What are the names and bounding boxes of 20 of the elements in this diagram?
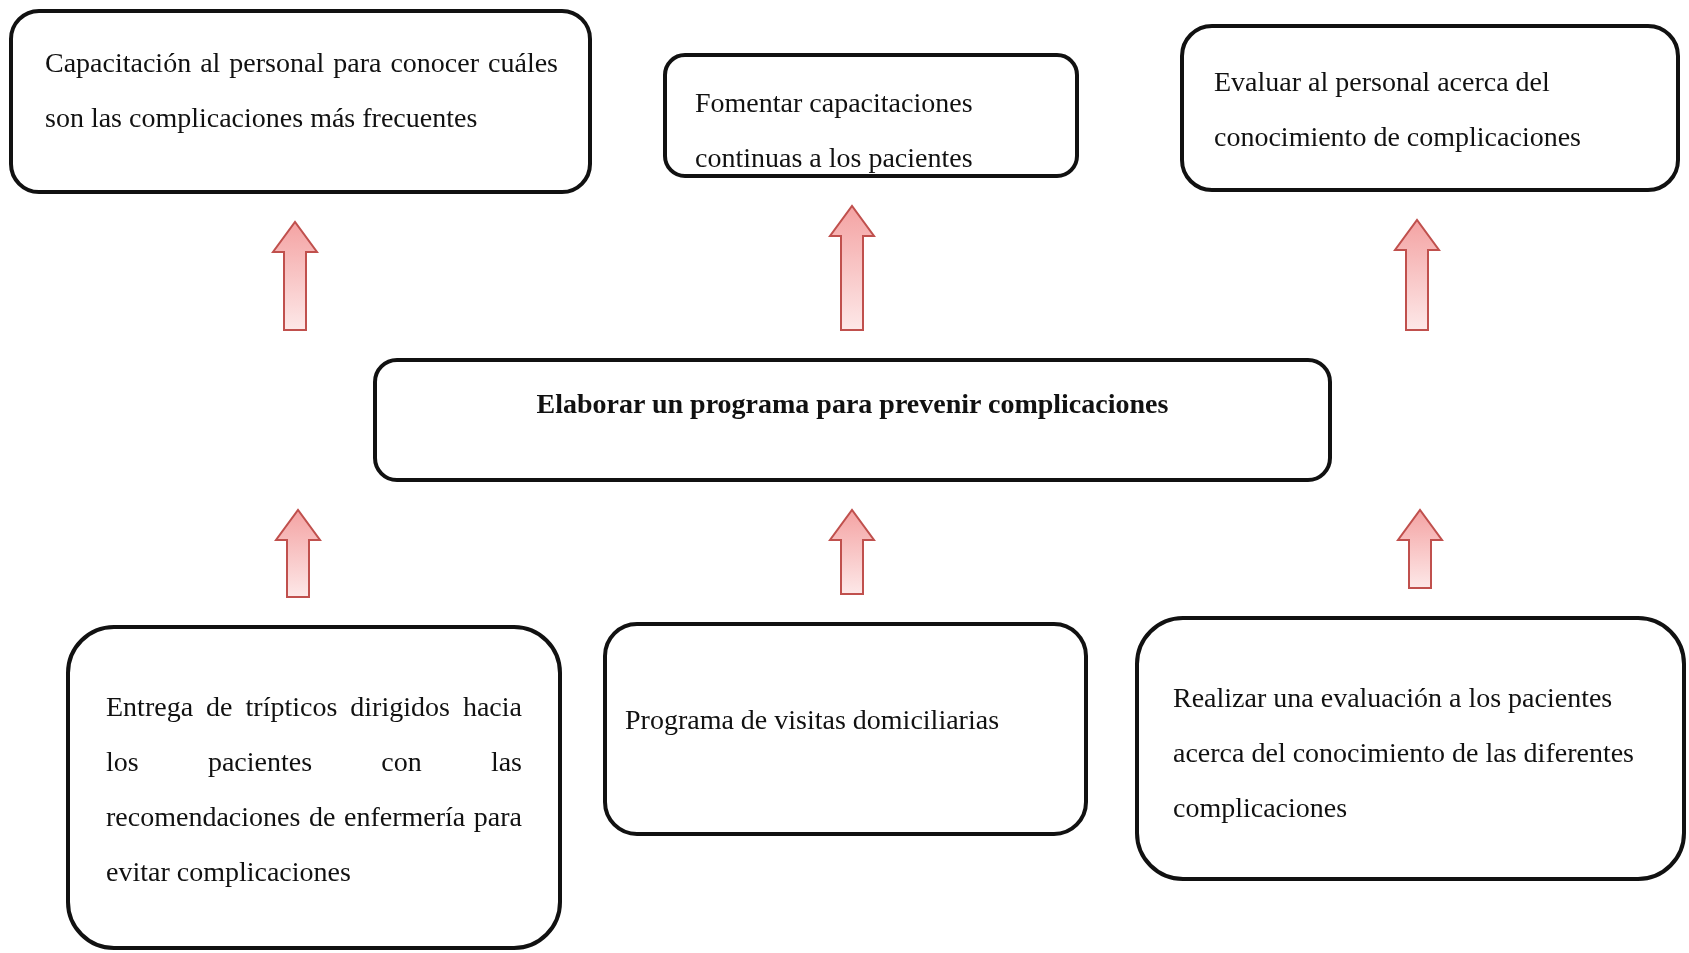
box-text: Entrega de trípticos dirigidos hacia los pacientes con las recomendaciones de enfermería para evitar complicaciones — [106, 690, 522, 889]
rounded-box — [663, 53, 1079, 178]
box-text: Capacitación al personal para conocer cuáles son las complicaciones más frecuentes — [45, 46, 558, 135]
block-arrow — [828, 204, 876, 331]
rounded-box — [1135, 616, 1686, 881]
rounded-box — [373, 358, 1332, 482]
box-text: Fomentar capacitaciones continuas a los pacientes — [695, 86, 974, 175]
box-text: Evaluar al personal acerca del conocimiento de complicaciones — [1214, 65, 1582, 154]
box-text: Programa de visitas domiciliarias — [625, 703, 1001, 737]
rounded-box — [603, 622, 1088, 836]
rounded-box — [66, 625, 562, 950]
block-arrow — [1393, 218, 1441, 331]
block-arrow — [828, 508, 876, 595]
block-arrow — [271, 220, 319, 331]
rounded-box — [1180, 24, 1680, 192]
rounded-box — [9, 9, 592, 194]
box-text: Elaborar un programa para prevenir complicaciones — [535, 387, 1170, 421]
block-arrow — [274, 508, 322, 598]
block-arrow — [1396, 508, 1444, 589]
box-text: Realizar una evaluación a los pacientes acerca del conocimiento de las diferentes complicaciones — [1173, 681, 1635, 825]
